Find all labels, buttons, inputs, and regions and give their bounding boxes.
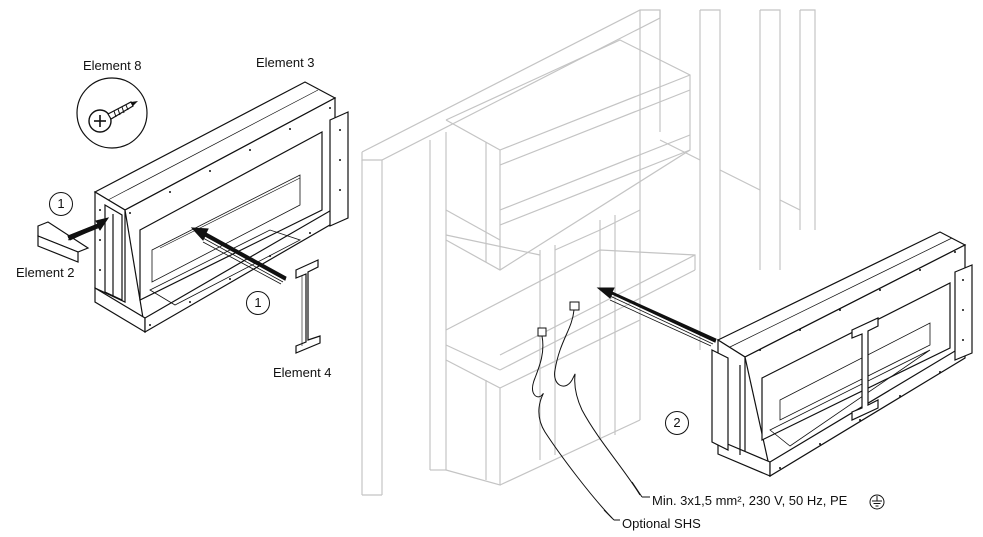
insert-arrows-left	[67, 217, 287, 285]
wall-frame	[361, 9, 816, 496]
label-element-4: Element 4	[273, 365, 332, 380]
label-element-3: Element 3	[256, 55, 315, 70]
element4-profile	[295, 259, 321, 354]
label-cable-spec: Min. 3x1,5 mm², 230 V, 50 Hz, PE	[652, 493, 848, 508]
label-element-2: Element 2	[16, 265, 75, 280]
label-element-8: Element 8	[83, 58, 142, 73]
damper-right	[711, 231, 973, 478]
insert-arrow-wall	[596, 287, 717, 347]
screw-icon	[76, 77, 148, 149]
power-cable	[554, 301, 650, 498]
shs-cable	[532, 327, 620, 521]
damper-left	[93, 81, 349, 334]
label-optional-shs: Optional SHS	[622, 516, 701, 531]
step-number-1b: 1	[246, 291, 270, 315]
element2-plate	[37, 221, 90, 253]
step-number-1a: 1	[49, 192, 73, 216]
step-number-2: 2	[665, 411, 689, 435]
earth-ground-icon	[869, 494, 885, 510]
